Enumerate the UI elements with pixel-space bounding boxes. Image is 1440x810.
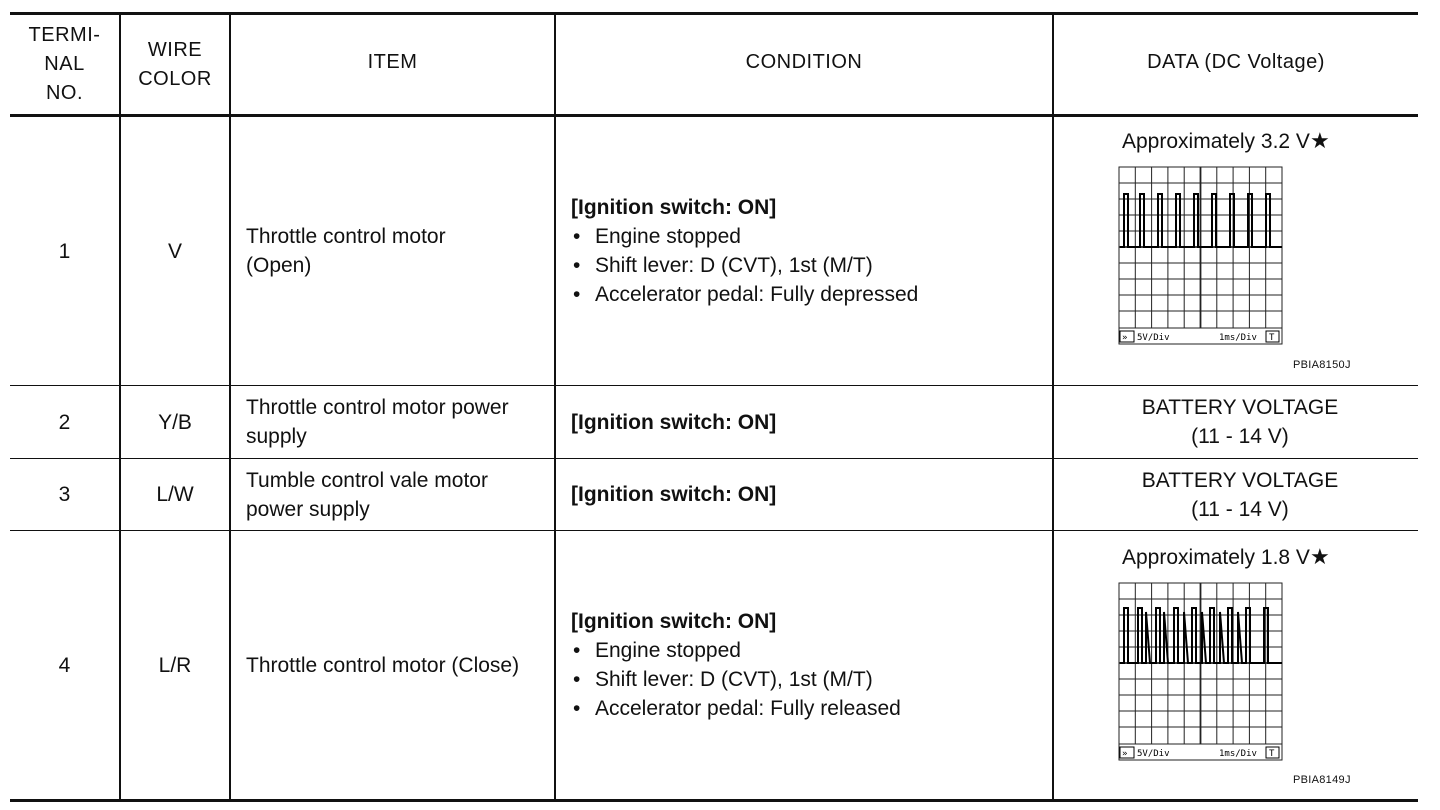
row-divider (10, 385, 1418, 386)
figure-code: PBIA8149J (1293, 774, 1351, 786)
wire-color: Y/B (158, 410, 192, 434)
condition-bullet: Accelerator pedal: Fully released (571, 694, 901, 723)
wire-color: L/R (158, 653, 192, 677)
data-approx-voltage: Approximately 3.2 V★ (1122, 128, 1330, 153)
table-bottom-border (10, 799, 1418, 802)
time-per-div: 1ms/Div (1219, 333, 1257, 343)
terminal-number: 1 (58, 239, 71, 263)
item-label: Throttle control motor (Close) (246, 653, 520, 677)
star-icon: ★ (1309, 544, 1330, 569)
condition-bullet: Engine stopped (571, 636, 901, 665)
condition-bullet: Shift lever: D (CVT), 1st (M/T) (571, 665, 901, 694)
data-battery-voltage: BATTERY VOLTAGE (11 - 14 V) (1141, 468, 1339, 521)
data-approx-voltage: Approximately 1.8 V★ (1122, 544, 1330, 569)
header-terminal-no: TERMI- NAL NO. (28, 24, 101, 104)
terminal-number: 2 (58, 410, 71, 434)
item-label: Tumble control vale motor power supply (246, 468, 488, 521)
wire-color: V (167, 239, 182, 263)
condition-bullet: Accelerator pedal: Fully depressed (571, 280, 918, 309)
header-wire-color: WIRE COLOR (138, 38, 212, 90)
condition-title: [Ignition switch: ON] (571, 483, 777, 506)
mode-icon: » (1122, 333, 1127, 343)
trigger-icon: T (1269, 333, 1275, 343)
condition-title: [Ignition switch: ON] (571, 410, 777, 434)
row-divider (10, 458, 1418, 459)
data-battery-voltage: BATTERY VOLTAGE (11 - 14 V) (1141, 396, 1339, 448)
item-label: Throttle control motor (Open) (246, 225, 446, 277)
condition-title: [Ignition switch: ON] (571, 196, 777, 219)
pulse-trace (1120, 607, 1282, 664)
condition-cell: [Ignition switch: ON] Engine stopped Shi… (556, 531, 1052, 799)
column-divider (229, 13, 231, 801)
oscilloscope-waveform-high: » 5V/Div 1ms/Div T (1118, 166, 1283, 345)
column-divider (119, 13, 121, 801)
condition-bullet: Shift lever: D (CVT), 1st (M/T) (571, 251, 918, 280)
header-condition: CONDITION (745, 51, 863, 73)
volts-per-div: 5V/Div (1137, 333, 1170, 343)
terminal-number: 4 (58, 653, 71, 677)
time-per-div: 1ms/Div (1219, 749, 1257, 759)
pulse-trace (1120, 193, 1282, 248)
oscilloscope-waveform-low: » 5V/Div 1ms/Div T (1118, 582, 1283, 761)
star-icon: ★ (1309, 128, 1330, 153)
volts-per-div: 5V/Div (1137, 749, 1170, 759)
header-item: ITEM (367, 51, 418, 73)
condition-bullet: Engine stopped (571, 222, 918, 251)
figure-code: PBIA8150J (1293, 359, 1351, 371)
mode-icon: » (1122, 749, 1127, 759)
item-label: Throttle control motor power supply (246, 396, 509, 448)
column-divider (554, 13, 556, 801)
condition-title: [Ignition switch: ON] (571, 610, 777, 633)
table-top-border (10, 12, 1418, 15)
wire-color: L/W (156, 483, 194, 506)
condition-cell: [Ignition switch: ON] Engine stopped Shi… (556, 117, 1052, 385)
header-data: DATA (DC Voltage) (1147, 51, 1325, 73)
trigger-icon: T (1269, 749, 1275, 759)
column-divider (1052, 13, 1054, 801)
row-divider (10, 530, 1418, 531)
header-bottom-border (10, 114, 1418, 117)
terminal-number: 3 (58, 483, 71, 506)
